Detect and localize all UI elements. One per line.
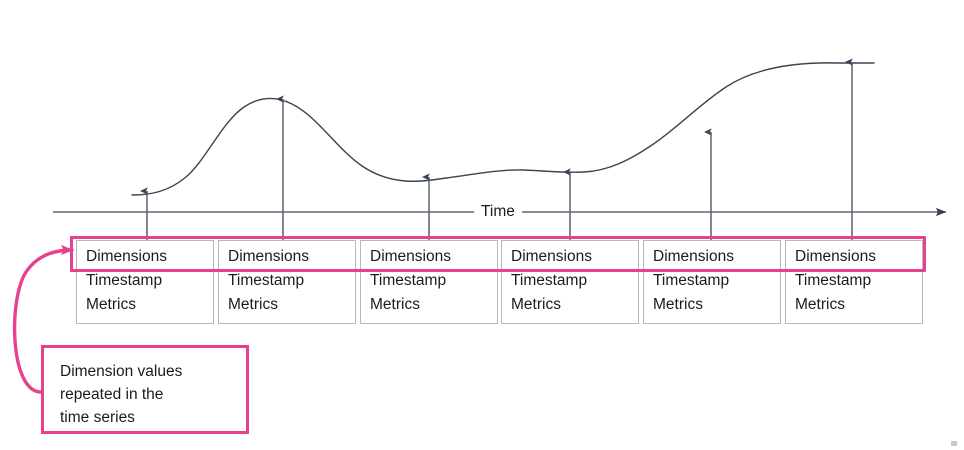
record-field-dimensions: Dimensions: [86, 248, 167, 265]
record-field-dimensions: Dimensions: [511, 248, 592, 265]
metric-curve: [131, 62, 875, 196]
record-field-dimensions: Dimensions: [370, 248, 451, 265]
record-field-dimensions: Dimensions: [228, 248, 309, 265]
record-field-metrics: Metrics: [370, 296, 420, 313]
record-box[interactable]: Dimensions Timestamp Metrics: [76, 240, 214, 324]
record-field-timestamp: Timestamp: [86, 272, 163, 289]
sample-arrows: [140, 58, 853, 240]
record-box[interactable]: Dimensions Timestamp Metrics: [785, 240, 923, 324]
record-field-timestamp: Timestamp: [228, 272, 305, 289]
record-field-metrics: Metrics: [653, 296, 703, 313]
record-field-timestamp: Timestamp: [511, 272, 588, 289]
record-field-timestamp: Timestamp: [795, 272, 872, 289]
callout-line: time series: [60, 409, 135, 426]
record-box[interactable]: Dimensions Timestamp Metrics: [360, 240, 498, 324]
record-field-dimensions: Dimensions: [795, 248, 876, 265]
callout-box: Dimension values repeated in the time se…: [41, 345, 249, 434]
record-box[interactable]: Dimensions Timestamp Metrics: [501, 240, 639, 324]
record-field-metrics: Metrics: [795, 296, 845, 313]
record-field-dimensions: Dimensions: [653, 248, 734, 265]
callout-leader-arrow: [12, 244, 74, 394]
corner-artifact: [951, 441, 957, 446]
record-field-metrics: Metrics: [228, 296, 278, 313]
record-field-metrics: Metrics: [86, 296, 136, 313]
callout-line: Dimension values: [60, 363, 183, 380]
record-box[interactable]: Dimensions Timestamp Metrics: [218, 240, 356, 324]
record-field-metrics: Metrics: [511, 296, 561, 313]
record-field-timestamp: Timestamp: [653, 272, 730, 289]
axis-label-time: Time: [474, 203, 522, 221]
callout-line: repeated in the: [60, 386, 164, 403]
dimensions-row-highlight: [70, 236, 926, 272]
record-box[interactable]: Dimensions Timestamp Metrics: [643, 240, 781, 324]
record-field-timestamp: Timestamp: [370, 272, 447, 289]
